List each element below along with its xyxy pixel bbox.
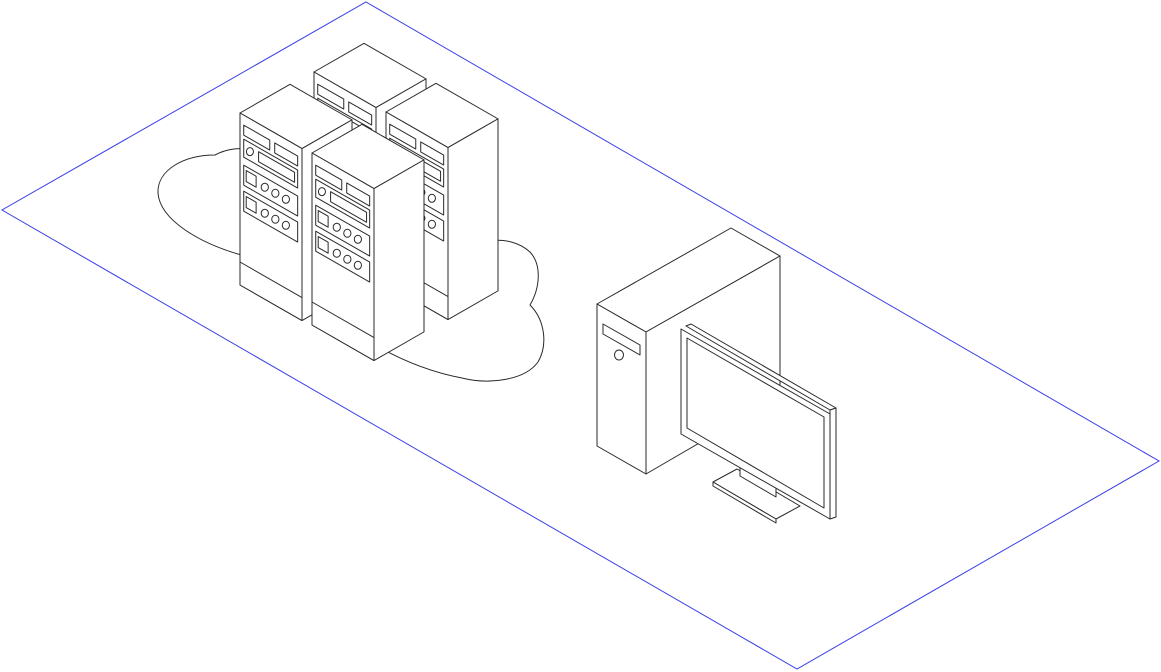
- server-dial-icon: [281, 220, 290, 230]
- server-dial-icon: [353, 234, 362, 244]
- monitor-icon: [680, 323, 837, 524]
- server-switch: [317, 210, 329, 228]
- server-base: [239, 261, 303, 322]
- server-base: [311, 301, 375, 362]
- monitor-screen: [686, 337, 825, 509]
- server-dial-icon: [332, 248, 341, 258]
- server-dial-icon: [245, 147, 254, 157]
- monitor-side-edge: [829, 407, 837, 520]
- server-switch: [245, 170, 257, 188]
- server-display: [258, 151, 296, 183]
- server-panel: [346, 182, 371, 207]
- server-panel: [243, 124, 271, 151]
- server-dial-icon: [271, 188, 280, 198]
- server-dial-icon: [260, 208, 269, 218]
- server-side: [373, 159, 425, 362]
- server-side: [447, 118, 499, 321]
- drive-bay: [602, 323, 641, 356]
- server-display: [330, 191, 368, 223]
- server-dial-icon: [427, 193, 436, 203]
- server-dial-icon: [343, 228, 352, 238]
- server-dial-icon: [317, 187, 326, 197]
- server-panel: [348, 101, 373, 126]
- server-panel: [317, 83, 345, 110]
- server-panel: [274, 142, 299, 167]
- monitor-stand-base-edge: [712, 481, 777, 524]
- server-switch: [245, 196, 257, 214]
- server-panel: [389, 123, 417, 150]
- server-dial-icon: [332, 222, 341, 232]
- server-dial-icon: [343, 254, 352, 264]
- server-dial-icon: [260, 182, 269, 192]
- server-rack-group: [239, 42, 499, 362]
- server-panel: [315, 164, 343, 191]
- server-dial-icon: [271, 214, 280, 224]
- server-switch: [317, 236, 329, 254]
- server-panel: [420, 141, 445, 166]
- server-dial-icon: [281, 194, 290, 204]
- power-button-icon: [614, 349, 624, 361]
- server-dial-icon: [353, 260, 362, 270]
- server-dial-icon: [427, 219, 436, 229]
